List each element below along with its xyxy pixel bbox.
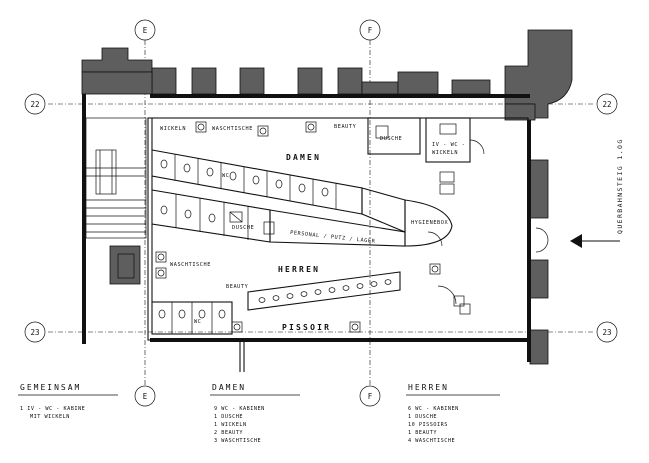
grid-label-e-top: E (143, 26, 148, 35)
grid-label-f-top: F (368, 26, 373, 35)
herren-urinal-block (247, 271, 401, 311)
label-querbahnsteig: QUERBAHNSTEIG 1.OG (616, 138, 624, 234)
grid-label-e-bottom: E (143, 392, 148, 401)
pier-3 (239, 67, 265, 95)
label-wc-damen: WC (222, 173, 229, 179)
pier-1 (151, 67, 177, 95)
legend-gemeinsam: GEMEINSAM 1 IV - WC - KABINE MIT WICKELN (18, 383, 118, 420)
legend-herren-title: HERREN (408, 383, 449, 392)
pier-right-2 (529, 259, 549, 299)
legend-damen-item: 9 WC - KABINEN (214, 406, 265, 412)
pier-5 (337, 67, 363, 95)
legend-damen-item: 1 DUSCHE (214, 414, 243, 420)
grid-bubble-23-right: 23 (596, 321, 618, 343)
legend-herren-item: 6 WC - KABINEN (408, 406, 459, 412)
pier-2 (191, 67, 217, 95)
grid-bubble-e-bottom: E (134, 385, 156, 407)
room-hygienebox: HYGIENEBOX (411, 220, 449, 226)
grid-bubble-f-top: F (359, 19, 381, 41)
label-waschtische-herren: WASCHTISCHE (170, 262, 211, 268)
grid-label-22-left: 22 (30, 100, 39, 109)
legend-gemeinsam-title: GEMEINSAM (20, 383, 81, 392)
damen-dusche-box (367, 117, 421, 155)
grid-bubble-23-left: 23 (24, 321, 46, 343)
label-beauty-herren: BEAUTY (226, 284, 249, 290)
left-service-band (85, 117, 147, 239)
grid-bubble-22-left: 22 (24, 93, 46, 115)
label-wc-herren: WC (194, 319, 201, 325)
damen-cabin-partitions (174, 154, 337, 240)
existing-walls (81, 29, 573, 372)
entrance-arrow-icon (570, 234, 620, 248)
legend-damen-title: DAMEN (212, 383, 246, 392)
herren-wc-cabins (158, 302, 226, 334)
label-waschtische-damen: WASCHTISCHE (212, 126, 253, 132)
room-pissoir: PISSOIR (282, 323, 331, 332)
label-iv-wc-2: WICKELN (432, 150, 458, 156)
damen-wc-block-2 (151, 189, 271, 243)
label-dusche-damen-cabin: DUSCHE (232, 225, 254, 231)
damen-toilets (160, 159, 329, 223)
grid-bubble-f-bottom: F (359, 385, 381, 407)
grid-bubble-22-right: 22 (596, 93, 618, 115)
hygienebox-unit (404, 199, 453, 247)
room-herren: HERREN (278, 265, 320, 274)
legend-herren-item: 1 DUSCHE (408, 414, 437, 420)
wall-top-facade (81, 47, 153, 73)
doors (427, 139, 549, 305)
legend-damen-item: 3 WASCHTISCHE (214, 438, 261, 444)
legend-herren-item: 1 BEAUTY (408, 430, 437, 436)
interior-walls (147, 117, 529, 341)
pier-right-3 (529, 329, 549, 365)
legend-damen-item: 1 WICKELN (214, 422, 247, 428)
grid-label-22-right: 22 (602, 100, 611, 109)
legend-gemeinsam-item: MIT WICKELN (30, 414, 70, 420)
legend-gemeinsam-item: 1 IV - WC - KABINE (20, 406, 85, 412)
grid-label-23-right: 23 (602, 328, 611, 337)
grid-label-23-left: 23 (30, 328, 39, 337)
legend-damen: DAMEN 9 WC - KABINEN 1 DUSCHE 1 WICKELN … (210, 383, 300, 444)
grid-bubble-e-top: E (134, 19, 156, 41)
label-beauty-damen: BEAUTY (334, 124, 357, 130)
washbasins (155, 121, 471, 333)
label-wickeln: WICKELN (160, 126, 186, 132)
label-dusche-damen: DUSCHE (380, 136, 402, 142)
damen-wc-block (151, 149, 363, 215)
legend-herren: HERREN 6 WC - KABINEN 1 DUSCHE 10 PISSOI… (406, 383, 500, 444)
legend-herren-item: 4 WASCHTISCHE (408, 438, 455, 444)
legend-herren-item: 10 PISSOIRS (408, 422, 448, 428)
pier-right-1 (529, 159, 549, 219)
pier-4 (297, 67, 323, 95)
grid-label-f-bottom: F (368, 392, 373, 401)
herren-urinals (258, 279, 392, 303)
room-damen: DAMEN (286, 153, 321, 162)
legend-damen-item: 2 BEAUTY (214, 430, 243, 436)
label-iv-wc-1: IV - WC - (432, 142, 466, 148)
